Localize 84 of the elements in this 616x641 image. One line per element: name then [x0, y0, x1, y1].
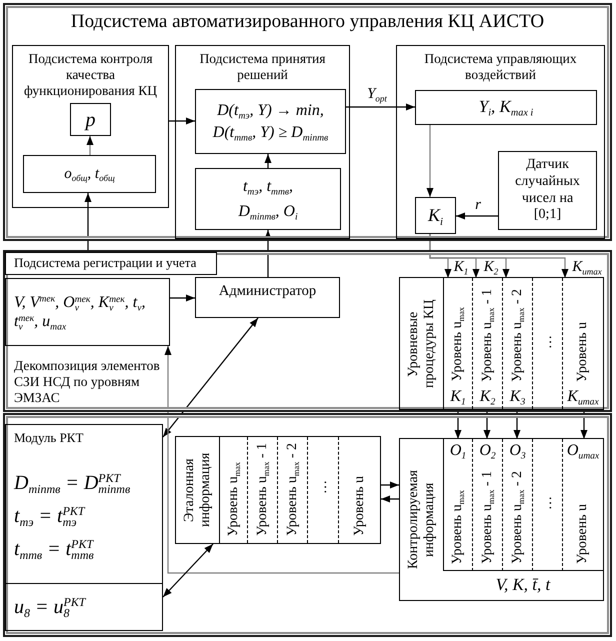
- subsystem-panel: [396, 45, 605, 239]
- table-column: [562, 439, 603, 571]
- formula: K$_{umax}$: [567, 388, 599, 406]
- note-text: Декомпозиция элементов СЗИ НСД по уровням ЭМЗАС: [14, 358, 161, 407]
- formula-box: [195, 89, 346, 154]
- formula: V, K, t̄, t: [494, 574, 552, 596]
- box-label: Модуль РКТ: [14, 430, 84, 446]
- formula: O$_{3}$: [509, 442, 526, 460]
- formula: O$_{umax}$: [566, 442, 600, 460]
- formula: p: [86, 108, 96, 132]
- arrow: [381, 482, 399, 488]
- table-column: [532, 439, 562, 571]
- level-label: Уровень u: [352, 476, 368, 536]
- arrow: [454, 409, 462, 439]
- subsystem-panel: [12, 45, 169, 208]
- level-label: …: [540, 335, 556, 349]
- formula-box: [415, 197, 456, 234]
- subsystem-panel: [175, 45, 350, 239]
- formula: O$_{2}$: [479, 442, 496, 460]
- table-column: [502, 439, 532, 571]
- section-title-tab: Подсистема регистрации и учета: [5, 252, 217, 275]
- level-label: …: [540, 496, 556, 510]
- arrow: [381, 496, 399, 502]
- level-label: …: [315, 480, 331, 494]
- table-column: [472, 439, 502, 571]
- formula: O$_{1}$: [450, 442, 466, 460]
- arrow: [514, 409, 520, 439]
- table-column: [443, 439, 472, 571]
- arrow: [264, 154, 272, 168]
- table-header: Уровневые процедуры КЦ: [406, 298, 438, 390]
- module-box: [5, 424, 163, 584]
- box-label: Администратор: [218, 283, 316, 300]
- level-table: [175, 436, 381, 544]
- arrow: [426, 125, 434, 197]
- edge-label: K$_{1}$: [452, 260, 470, 276]
- subsystem-frame: [3, 413, 612, 637]
- formula: V, V$^{тек}$, O$_{v}$$^{тек}$, K$_{v}$$^{тек}$, t$_{v}$, t$_{v}$$^{тек}$, u$_{max}$: [14, 292, 146, 332]
- arrow: [86, 136, 94, 155]
- formula: D(t$_{тэ}$, Y) → min,: [217, 100, 324, 120]
- panel-title: Подсистема принятия решений: [198, 51, 326, 84]
- formula-box: [195, 168, 341, 230]
- arrow: [346, 104, 415, 110]
- formula: D(t$_{ттв}$, Y) ≥ D$_{minтв}$: [212, 123, 328, 142]
- double-arrow: [162, 544, 214, 598]
- formula: K$_{i}$: [428, 204, 443, 226]
- formula: D$_{minтв}$, O$_{i}$: [238, 202, 298, 222]
- edge-label: Y$_{opt}$: [366, 87, 388, 103]
- level-table: [399, 277, 604, 410]
- arrow: [429, 234, 568, 278]
- subsystem-frame: [3, 250, 612, 412]
- arrow: [164, 346, 399, 574]
- formula: K$_{3}$: [510, 388, 526, 406]
- arrow: [456, 212, 498, 220]
- frame-title: Подсистема автоматизированного управления КЦ АИСТО: [70, 11, 544, 34]
- formula: o$_{общ}$, t$_{общ}$: [64, 165, 115, 183]
- formula: Y$_{i}$, K$_{max i}$: [478, 97, 534, 118]
- process-box: [498, 151, 597, 230]
- double-arrow: [162, 318, 258, 438]
- arrow: [484, 409, 490, 439]
- formula-box: [5, 278, 170, 346]
- level-table: [399, 438, 604, 601]
- formula-box: [415, 90, 597, 125]
- level-label: Уровень u: [575, 504, 591, 564]
- edge-label: K$_{2}$: [482, 260, 500, 276]
- arrow: [264, 230, 272, 277]
- formula-box: [23, 155, 156, 193]
- panel-title: Подсистема контроля качества функционирования КЦ: [22, 51, 158, 100]
- box-label: Датчик случайных чисел на [0;1]: [514, 156, 581, 224]
- formula: K$_{1}$: [450, 388, 466, 406]
- level-label: Уровень u: [575, 322, 591, 382]
- panel-title: Подсистема управляющих воздействий: [423, 51, 578, 84]
- arrow: [169, 118, 195, 124]
- arrow: [170, 294, 195, 302]
- arrow: [84, 193, 92, 250]
- table-header: Контролируемая информация: [406, 469, 438, 571]
- process-box: [195, 277, 340, 318]
- formula: t$_{тэ}$, t$_{ттв}$,: [242, 176, 294, 196]
- formula: K$_{2}$: [480, 388, 496, 406]
- formula-box: [5, 583, 163, 631]
- subsystem-frame: [3, 3, 612, 241]
- table-header: Эталонная информация: [182, 452, 214, 530]
- formula-box: [70, 103, 111, 136]
- edge-label: K$_{umax}$: [571, 260, 603, 276]
- arrow: [580, 409, 588, 439]
